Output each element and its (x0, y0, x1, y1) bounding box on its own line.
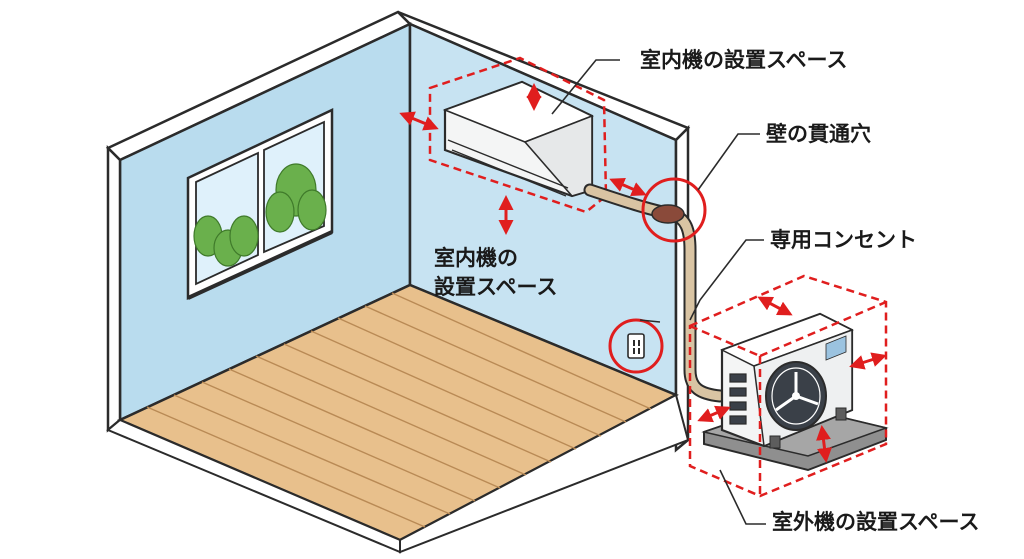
floor-base-right (399, 393, 690, 554)
label-indoor-space-top: 室内機の設置スペース (640, 48, 848, 72)
label-indoor-space-mid-line2: 設置スペース (434, 275, 558, 300)
indoor-unit-clearance (428, 56, 608, 214)
floor-boards (146, 292, 652, 528)
clearance-arrow-icon (399, 83, 887, 463)
label-dedicated-outlet: 専用コンセント (770, 228, 917, 252)
left-wall-side (106, 144, 122, 433)
leader-lines (551, 59, 766, 525)
pipe-icon (583, 183, 727, 403)
outdoor-unit-clearance (688, 274, 888, 498)
tree-icon (193, 163, 327, 267)
outdoor-unit-icon (701, 312, 889, 472)
outlet-highlight (608, 318, 664, 374)
label-wall-hole: 壁の貫通穴 (766, 122, 871, 146)
label-outdoor-space: 室外機の設置スペース (772, 510, 980, 534)
label-indoor-space-mid: 室内機の 設置スペース (434, 246, 557, 300)
label-indoor-space-mid-line1: 室内機の (434, 246, 518, 270)
wall-hole-highlight (641, 177, 707, 243)
outlet-icon (627, 333, 645, 359)
window-icon (186, 108, 334, 300)
